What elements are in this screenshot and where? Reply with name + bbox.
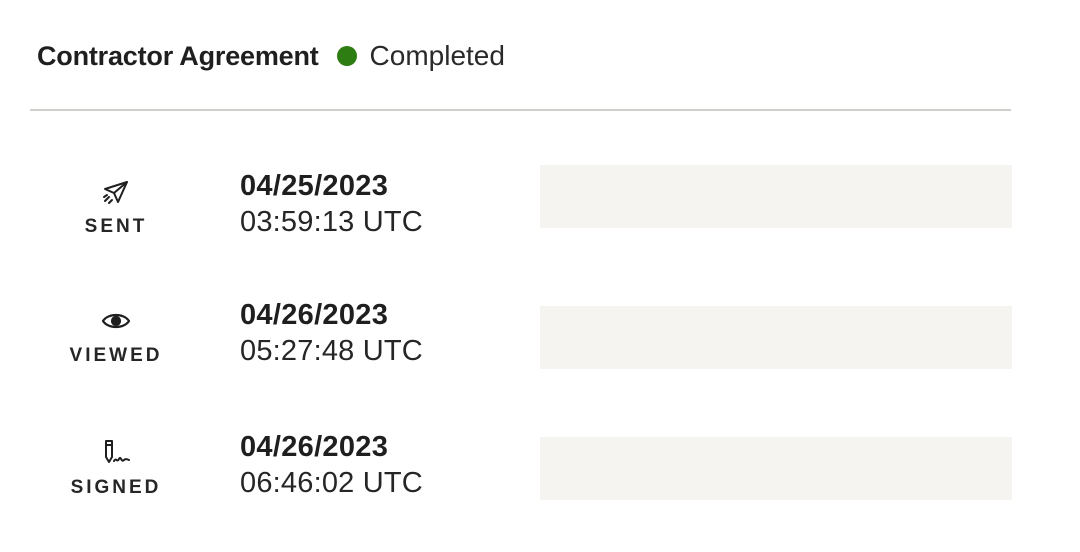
event-time: 05:27:48 UTC xyxy=(240,335,423,367)
event-label: VIEWED xyxy=(69,345,163,366)
event-icon-column: SIGNED xyxy=(60,431,172,541)
eye-icon xyxy=(100,305,132,337)
event-label: SENT xyxy=(84,216,148,237)
event-details-placeholder xyxy=(540,165,1012,228)
event-label: SIGNED xyxy=(70,477,162,498)
event-details-placeholder xyxy=(540,306,1012,369)
paper-plane-icon xyxy=(100,176,132,208)
event-icon-column: VIEWED xyxy=(60,299,172,409)
document-title: Contractor Agreement xyxy=(37,40,319,71)
header-divider xyxy=(30,109,1011,111)
event-time: 06:46:02 UTC xyxy=(240,467,423,499)
event-time: 03:59:13 UTC xyxy=(240,206,423,238)
event-date: 04/25/2023 xyxy=(240,170,389,202)
event-date: 04/26/2023 xyxy=(240,431,389,463)
document-header: Contractor Agreement Completed xyxy=(37,30,505,82)
event-icon-column: SENT xyxy=(60,170,172,280)
pen-signature-icon xyxy=(100,437,132,469)
event-details-placeholder xyxy=(540,437,1012,500)
event-row-sent: SENT 04/25/2023 03:59:13 UTC xyxy=(0,165,1080,280)
event-row-signed: SIGNED 04/26/2023 06:46:02 UTC xyxy=(0,431,1080,541)
event-row-viewed: VIEWED 04/26/2023 05:27:48 UTC xyxy=(0,299,1080,409)
event-date: 04/26/2023 xyxy=(240,299,389,331)
status-indicator-dot xyxy=(336,46,357,66)
status-text: Completed xyxy=(369,40,505,71)
